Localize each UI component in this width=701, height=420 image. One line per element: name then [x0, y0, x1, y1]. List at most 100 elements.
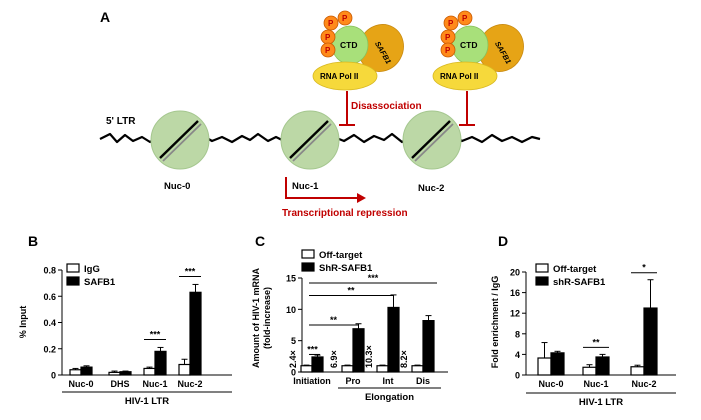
y-tick-label: 0: [291, 368, 296, 378]
panel-a: A 5' LTR Nuc-0 Nuc-1 Nuc-2 SAFB1 CTD: [99, 9, 541, 219]
y-tick-label: 15: [286, 274, 296, 284]
x-tick-label: Nuc-1: [583, 379, 608, 389]
bar: [108, 371, 121, 376]
ctd-label: CTD: [340, 40, 357, 50]
panel-b-label: B: [28, 233, 38, 249]
legend-label: Off-target: [553, 264, 597, 275]
legend-label: Off-target: [319, 250, 363, 261]
bar: [80, 366, 93, 376]
bar: [341, 365, 354, 373]
bar: [119, 371, 132, 376]
bar: [300, 365, 313, 373]
ctd-label: CTD: [460, 40, 477, 50]
svg-text:P: P: [328, 19, 334, 28]
y-tick-label: 0.8: [43, 266, 56, 276]
bar: [178, 363, 191, 376]
nucleosome-nuc-2: Nuc-2: [402, 110, 462, 194]
significance-stars: **: [592, 337, 600, 347]
bar: [630, 366, 645, 376]
svg-text:P: P: [325, 46, 331, 55]
y-tick-label: 8: [515, 329, 520, 339]
pol-ii-label: RNA Pol II: [440, 72, 478, 81]
significance-stars: ***: [307, 344, 318, 354]
y-tick-label: 0: [51, 371, 56, 381]
significance-stars: ***: [368, 273, 379, 283]
y-tick-label: 4: [515, 350, 520, 360]
y-tick-label: 0.4: [43, 318, 56, 328]
bar: [550, 352, 565, 376]
x-tick-label: Nuc-2: [177, 379, 202, 389]
legend-swatch: [301, 249, 315, 259]
significance-stars: ***: [185, 266, 196, 276]
bar: [595, 356, 610, 376]
significance-stars: *: [642, 263, 646, 273]
svg-text:P: P: [462, 14, 468, 23]
legend-swatch: [301, 262, 315, 272]
y-axis-label: % Input: [18, 306, 28, 339]
ltr-label: 5' LTR: [106, 116, 136, 127]
panel-a-label: A: [100, 9, 110, 25]
bar: [422, 320, 435, 373]
nucleosome-nuc-0: Nuc-0: [150, 110, 210, 192]
y-tick-label: 10: [286, 305, 296, 315]
legend-label: IgG: [84, 264, 100, 275]
pol-ii-label: RNA Pol II: [320, 72, 358, 81]
y-tick-label: 12: [510, 309, 520, 319]
x-tick-label: Int: [383, 376, 394, 386]
bar: [387, 306, 400, 373]
repression-arrow: [285, 177, 366, 203]
svg-text:P: P: [325, 33, 331, 42]
svg-text:P: P: [445, 33, 451, 42]
bar: [189, 291, 202, 376]
disassociation-inhibitor-1: [339, 91, 355, 126]
bar: [154, 350, 167, 376]
legend-swatch: [66, 276, 80, 286]
x-tick-label: Nuc-2: [631, 379, 656, 389]
legend-label: ShR-SAFB1: [319, 263, 373, 274]
svg-text:P: P: [445, 46, 451, 55]
legend-swatch: [66, 263, 80, 273]
chart-c: C 0 5 10 15 Amount of HIV-1 mRNA(fold-increas…: [251, 233, 448, 403]
x-axis-label: Elongation: [365, 392, 414, 403]
y-tick-label: 0.2: [43, 344, 56, 354]
phospho-group: P P P P: [440, 10, 473, 58]
x-tick-label: Initiation: [293, 376, 331, 386]
nuc-1-label: Nuc-1: [292, 181, 319, 192]
y-tick-label: 5: [291, 336, 296, 346]
x-tick-label: DHS: [110, 379, 129, 389]
significance-stars: **: [330, 315, 338, 325]
y-tick-label: 0: [515, 371, 520, 381]
y-axis-label: Fold enrichment / IgG: [490, 276, 500, 369]
x-tick-label: Nuc-0: [68, 379, 93, 389]
x-tick-label: Nuc-0: [538, 379, 563, 389]
y-axis-label: (fold-increase): [262, 287, 272, 349]
nuc-2-label: Nuc-2: [418, 183, 444, 194]
bar: [643, 307, 658, 376]
repression-label: Transcriptional repression: [282, 208, 408, 219]
x-tick-label: Pro: [345, 376, 361, 386]
bar: [582, 366, 597, 376]
y-tick-label: 16: [510, 288, 520, 298]
panel-d-label: D: [498, 233, 508, 249]
bar: [143, 367, 156, 376]
fold-change-label: 2.4×: [288, 350, 298, 368]
y-tick-label: 20: [510, 268, 520, 278]
legend-swatch: [535, 263, 549, 273]
panel-c-label: C: [255, 233, 265, 249]
bar: [352, 328, 365, 373]
bar: [311, 356, 324, 373]
y-axis-label: Amount of HIV-1 mRNA: [251, 268, 261, 368]
svg-text:P: P: [342, 14, 348, 23]
fold-change-label: 6.9×: [329, 350, 339, 368]
significance-stars: ***: [150, 329, 161, 339]
x-tick-label: Dis: [416, 376, 430, 386]
disassociation-inhibitor-2: [459, 91, 475, 126]
bar: [376, 365, 389, 373]
x-axis-label: HIV-1 LTR: [579, 397, 623, 408]
pol-ii-complex-1: SAFB1 CTD RNA Pol II P P P P: [312, 10, 404, 91]
disassociation-label: Disassociation: [351, 101, 422, 112]
fold-change-label: 10.3×: [364, 345, 374, 368]
